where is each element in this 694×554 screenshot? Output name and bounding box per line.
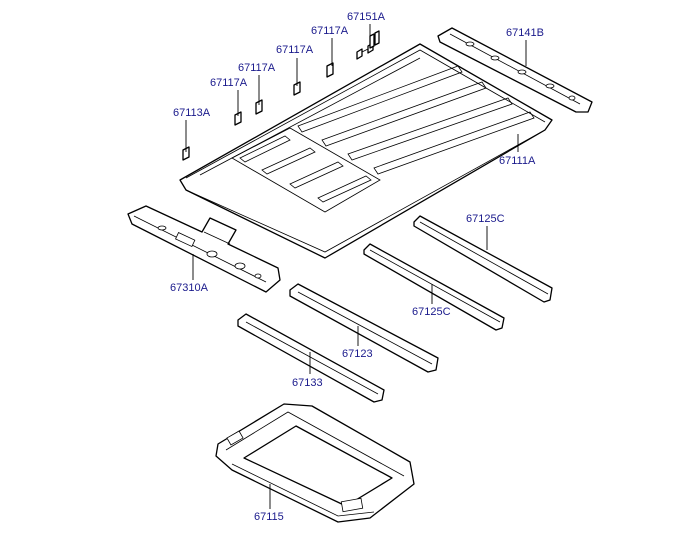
callout-67117a: 67117A xyxy=(238,62,276,74)
callout-67151a: 67151A xyxy=(347,11,385,23)
rear-header-rail xyxy=(127,205,281,293)
callout-67133: 67133 xyxy=(292,377,323,389)
callout-67117a: 67117A xyxy=(311,25,349,37)
callout-67117a: 67117A xyxy=(276,44,314,56)
leader-lines xyxy=(185,24,527,509)
roof-bow-67125c-lower xyxy=(363,243,505,331)
roof-bow-67125c-upper xyxy=(413,215,553,303)
roof-clips xyxy=(182,30,380,161)
callout-67123: 67123 xyxy=(342,348,373,360)
sunroof-frame xyxy=(215,403,415,523)
front-header-rail xyxy=(437,27,593,113)
callout-67125c: 67125C xyxy=(466,213,505,225)
callout-67113a: 67113A xyxy=(173,107,211,119)
callout-67111a: 67111A xyxy=(499,155,536,167)
roof-panel xyxy=(179,43,553,259)
roof-bow-67123 xyxy=(289,283,439,373)
callout-67141b: 67141B xyxy=(506,27,544,39)
callout-67117a: 67117A xyxy=(210,77,248,89)
callout-67125c: 67125C xyxy=(412,306,451,318)
callout-67310a: 67310A xyxy=(170,282,208,294)
roof-bow-67133 xyxy=(237,313,385,403)
callout-67115: 67115 xyxy=(254,511,284,523)
